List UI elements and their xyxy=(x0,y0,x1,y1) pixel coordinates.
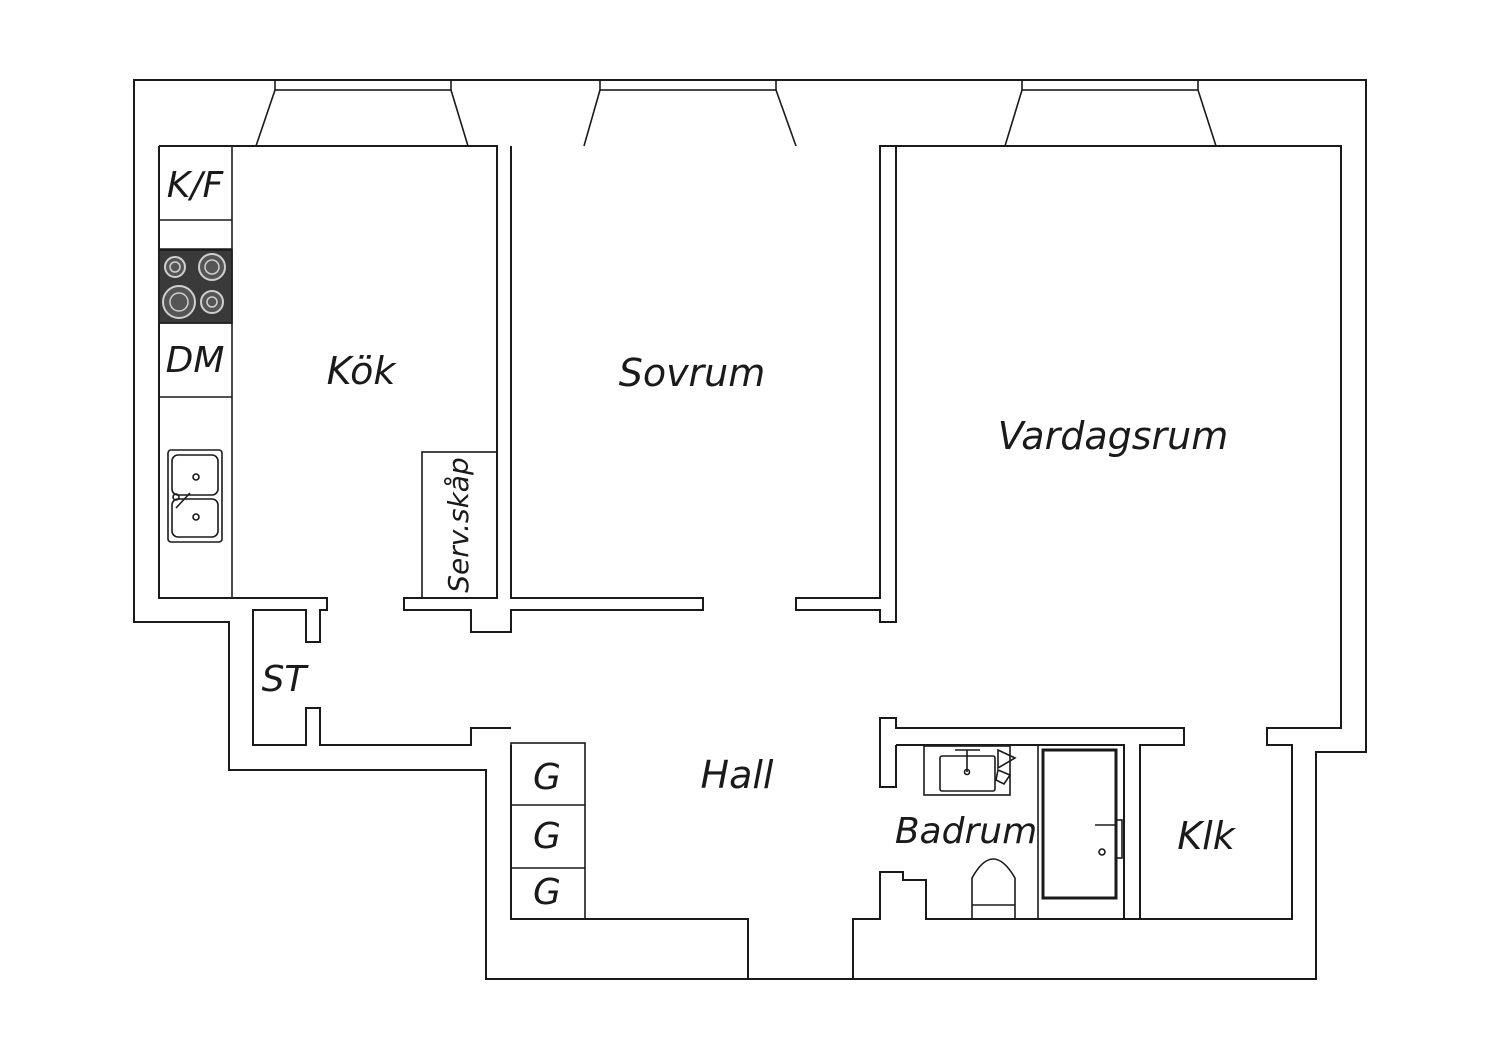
window-bedroom xyxy=(583,79,797,147)
bathroom xyxy=(896,744,1125,919)
wardrobe-label-3: G xyxy=(533,872,561,913)
kitchen-west-wall xyxy=(158,146,511,746)
stove-icon xyxy=(158,249,233,324)
living-room-walls xyxy=(879,145,1342,920)
outer-wall xyxy=(133,79,1367,980)
wardrobe-label-2: G xyxy=(533,816,561,857)
toilet-icon xyxy=(971,858,1016,919)
living-room-label: Vardagsrum xyxy=(998,414,1229,458)
bathtub-icon xyxy=(1041,748,1123,900)
bathroom-label: Badrum xyxy=(895,811,1037,852)
dishwasher-label: DM xyxy=(166,340,225,381)
kitchen-counter xyxy=(159,146,233,598)
kitchen-sink-icon xyxy=(167,449,223,543)
service-cabinet-label: Serv.skåp xyxy=(442,457,475,592)
wardrobe-label-1: G xyxy=(533,757,561,798)
washbasin-icon xyxy=(923,745,1011,796)
bedroom-label: Sovrum xyxy=(619,351,766,395)
kitchen-label: Kök xyxy=(327,349,398,393)
walk-in-closet-label: Klk xyxy=(1177,814,1236,858)
hall-walls xyxy=(510,745,1140,979)
fridge-freezer-label: K/F xyxy=(167,165,225,206)
window-living-room xyxy=(1004,79,1217,147)
service-cabinet xyxy=(421,451,498,599)
storage-label: ST xyxy=(262,659,310,700)
window-kitchen xyxy=(255,79,469,147)
bedroom-living-divider xyxy=(795,145,897,623)
wardrobes xyxy=(510,742,586,920)
washer-icon xyxy=(995,748,1017,786)
hall-label: Hall xyxy=(701,753,774,797)
